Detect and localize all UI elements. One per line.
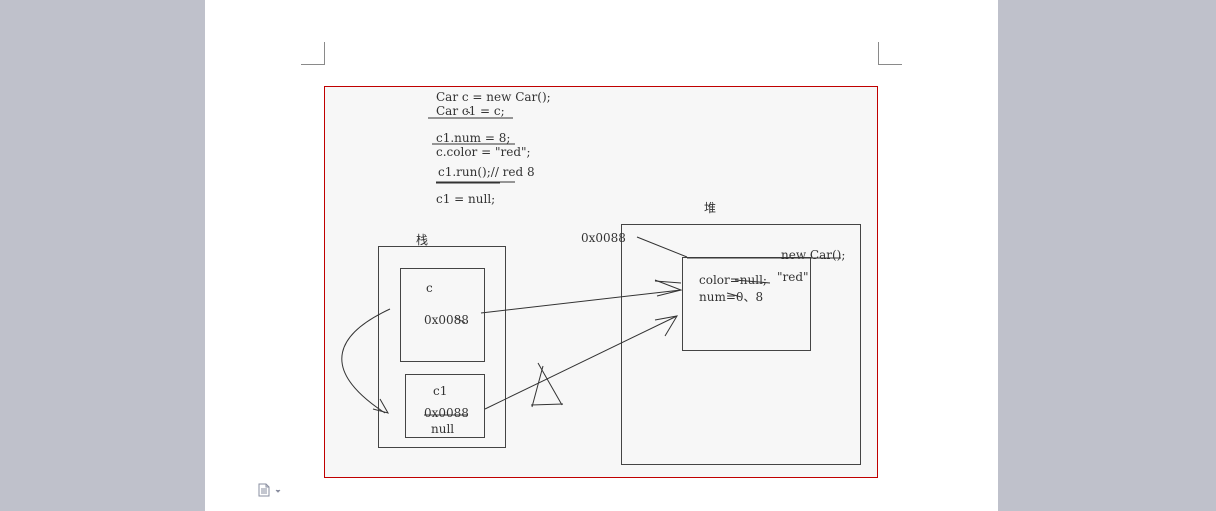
crop-mark-top-right-vertical (878, 42, 879, 65)
var-c-label: c (426, 281, 433, 295)
field-num: num=0、8 (699, 290, 764, 304)
var-c1-address: 0x0088 (424, 406, 469, 420)
crop-mark-top-right-horizontal (878, 64, 902, 65)
stack-title: 栈 (416, 233, 429, 247)
heap-title: 堆 (704, 201, 717, 215)
stack-frame (378, 246, 506, 448)
document-icon[interactable] (256, 482, 286, 498)
var-c-address: 0x0088 (424, 313, 469, 327)
stack-slot-c (400, 268, 485, 362)
memory-diagram-image[interactable]: Car c = new Car(); Car c1 = c; c1.num = … (324, 86, 878, 478)
code-line-2: Car c1 = c; (436, 104, 505, 118)
hand-drawn-annotations (341, 110, 841, 416)
field-color-new-value: "red" (777, 270, 809, 284)
document-icon-glyph (258, 483, 281, 497)
code-line-6: c1 = null; (436, 192, 496, 206)
var-c1-null: null (431, 422, 455, 436)
crop-mark-top-left-horizontal (301, 64, 325, 65)
code-line-1: Car c = new Car(); (436, 90, 551, 104)
var-c1-label: c1 (433, 384, 448, 398)
crop-mark-top-left-vertical (324, 42, 325, 65)
code-line-3: c1.num = 8; (436, 131, 511, 145)
heap-area (621, 224, 861, 465)
code-line-4: c.color = "red"; (436, 145, 531, 159)
code-line-5: c1.run();// red 8 (438, 165, 535, 179)
heap-object-address: 0x0088 (581, 231, 626, 245)
field-color: color=null; (699, 273, 767, 287)
stack-slot-c1 (405, 374, 485, 438)
